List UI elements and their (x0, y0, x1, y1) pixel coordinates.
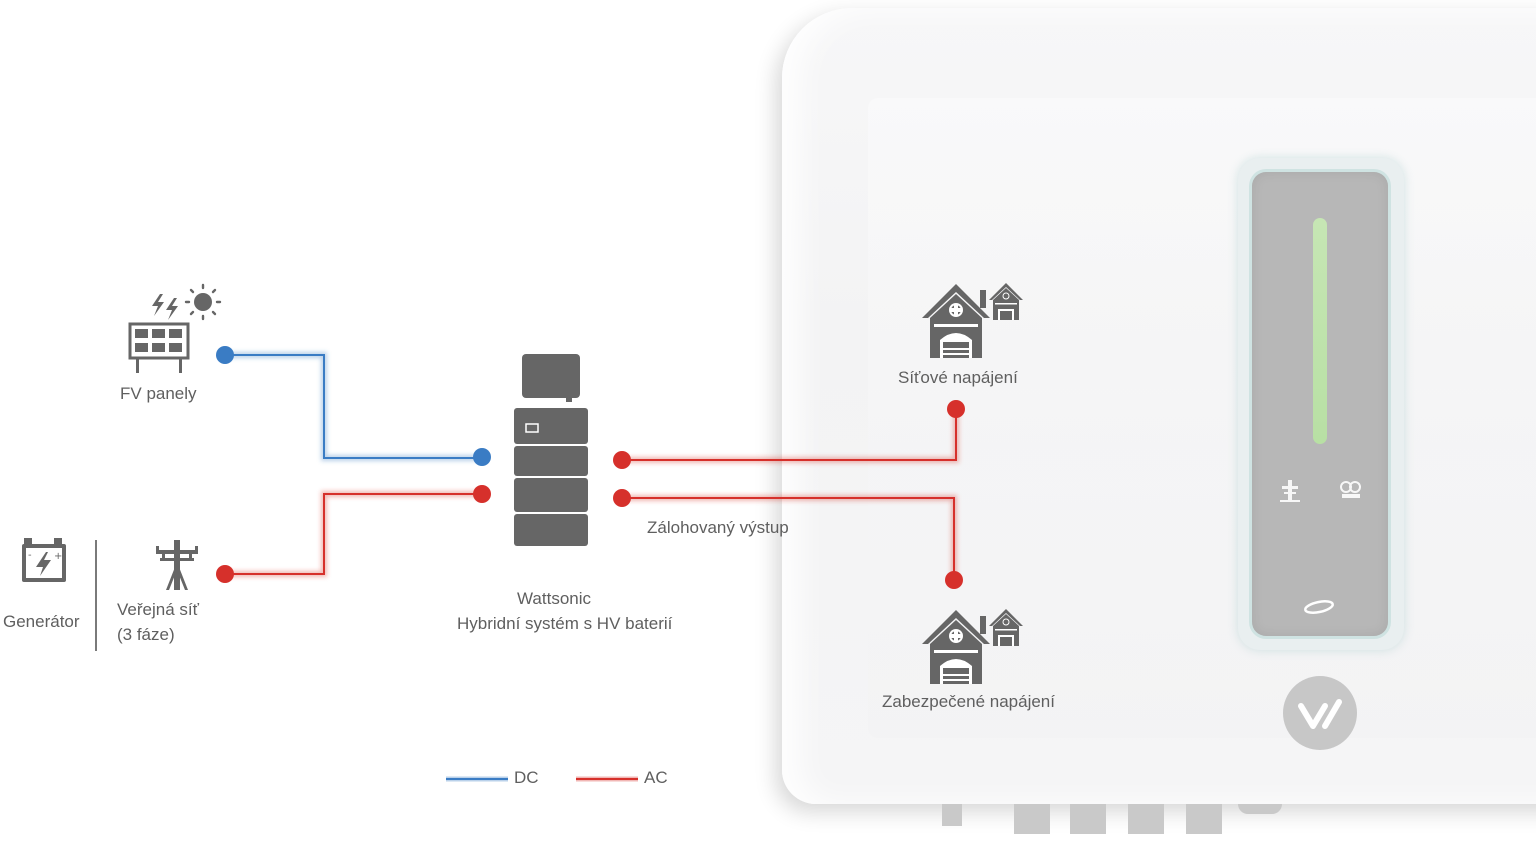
svg-text:+: + (54, 551, 62, 562)
node-system-ac-out (613, 451, 631, 469)
house-icon-grid-supply (922, 283, 1023, 358)
port-6 (1238, 804, 1282, 814)
legend-ac-line (576, 776, 638, 782)
port-1 (942, 804, 962, 826)
port-3 (1070, 804, 1106, 834)
secure-supply-label: Zabezpečené napájení (882, 692, 1055, 711)
node-system-backup-out (613, 489, 631, 507)
ac-line-grid (225, 491, 482, 577)
solar-panel-icon (128, 283, 222, 373)
pv-label: FV panely (120, 384, 197, 403)
house-icon-secure-supply (922, 609, 1023, 684)
generator-label: Generátor (3, 612, 80, 631)
power-ring-icon (1304, 600, 1334, 614)
backup-output-label: Zálohovaný výstup (647, 518, 789, 537)
node-system-dc (473, 448, 491, 466)
w-logo (1283, 676, 1357, 750)
node-pv (216, 346, 234, 364)
grid-label-line2: (3 fáze) (117, 625, 175, 644)
inverter-device (782, 8, 1536, 804)
ac-line-grid-supply (622, 409, 959, 463)
port-2 (1014, 804, 1050, 834)
brand-logo-icon (1298, 699, 1342, 729)
svg-text:-: - (28, 550, 32, 561)
com-icon (1340, 481, 1361, 498)
power-pole-icon (156, 540, 198, 590)
port-5 (1186, 804, 1222, 834)
ac-line-backup (622, 495, 957, 580)
grid-label-line1: Veřejná síť (117, 600, 199, 619)
legend-dc-line (446, 776, 508, 782)
node-grid (216, 565, 234, 583)
system-label-line2: Hybridní systém s HV baterií (457, 614, 673, 633)
battery-stack-icon (514, 354, 588, 546)
divider (95, 540, 97, 651)
node-grid-supply (947, 400, 965, 418)
port-4 (1128, 804, 1164, 834)
tower-icon (1280, 480, 1300, 502)
system-label-line1: Wattsonic (517, 589, 592, 608)
status-led-bar (1313, 218, 1327, 444)
grid-supply-label: Síťové napájení (898, 368, 1018, 387)
node-secure-supply (945, 571, 963, 589)
generator-battery-icon: - + (22, 538, 66, 582)
node-system-ac-in (473, 485, 491, 503)
dc-line-pv (225, 352, 482, 461)
legend-ac-label: AC (644, 768, 668, 787)
inverter-front-panel (868, 98, 1536, 738)
legend-dc-label: DC (514, 768, 539, 787)
